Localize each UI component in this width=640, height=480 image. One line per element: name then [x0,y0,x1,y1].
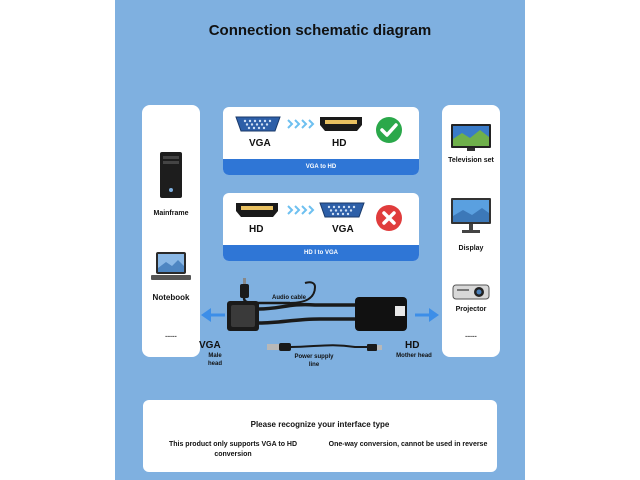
diagram-title: Connection schematic diagram [208,22,432,39]
hdmi-port-icon [236,203,278,217]
device-label-mainframe: Mainframe [153,210,189,217]
vga-port-icon [319,202,365,218]
diagram-canvas: Connection schematic diagram Mainframe N… [115,0,525,480]
device-label-more: ...... [465,332,477,339]
television-icon [451,124,491,151]
notice-heading: Please recognize your interface type [250,420,390,429]
audio-cable-label: Audio cable [272,295,307,301]
unsupported-direction-bar: HD I to VGA [223,245,419,261]
unsupported-conversion-card: HD VGA HD I to VGA [223,193,419,261]
from-port-label: HD [249,224,264,235]
vga-end-label: VGA [199,340,221,351]
direction-arrows-icon [287,119,315,129]
cross-icon [376,205,402,231]
device-label-display: Display [458,245,484,252]
check-icon [376,117,402,143]
target-devices-panel: Television set Display Projector ...... [442,105,500,357]
device-label-notebook: Notebook [152,293,190,302]
desktop-tower-icon [160,152,182,198]
supported-conversion-card: VGA HD VGA to HD [223,107,419,175]
vga-end-sublabel: Male head [207,353,222,367]
device-label-more: ...... [165,332,177,339]
direction-arrows-icon [287,205,315,215]
notice-supported-text: This product only supports VGA to HD con… [168,441,298,458]
adapter-cable-illustration [201,278,439,351]
hd-end-label: HD [405,340,420,351]
interface-notice-box: Please recognize your interface type Thi… [143,400,497,472]
to-port-label: HD [332,138,347,149]
vga-port-icon [235,116,281,132]
laptop-icon [151,252,191,280]
projector-icon [452,284,490,300]
device-label-projector: Projector [455,306,487,313]
monitor-icon [451,198,491,233]
hd-end-sublabel: Mother head [396,353,432,359]
notice-oneway-text: One-way conversion, cannot be used in re… [328,441,488,448]
hdmi-port-icon [320,117,362,131]
to-port-label: VGA [332,224,354,235]
from-port-label: VGA [249,138,271,149]
power-supply-label: Power supply line [294,354,334,368]
device-label-television: Television set [448,157,494,164]
source-devices-panel: Mainframe Notebook ...... [142,105,200,357]
supported-direction-bar: VGA to HD [223,159,419,175]
